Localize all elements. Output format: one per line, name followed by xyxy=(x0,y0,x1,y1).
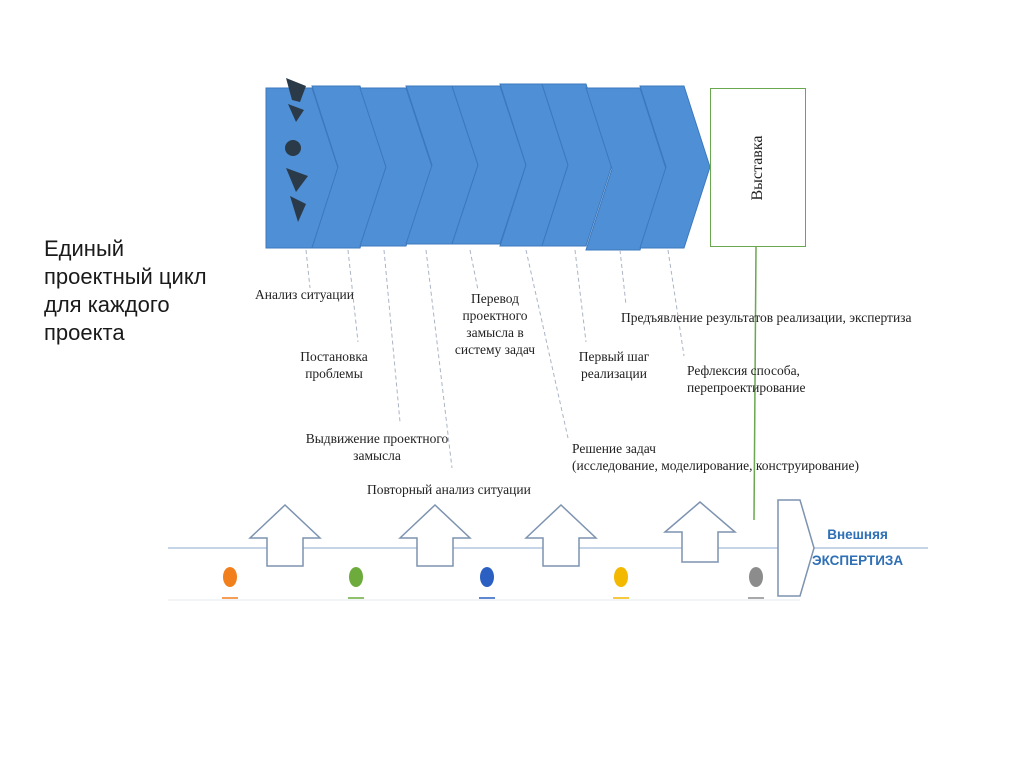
slide-title: Единый проектный цикл для каждого проект… xyxy=(44,235,244,347)
chevron-chain xyxy=(265,83,711,251)
exhibition-box: Выставка xyxy=(710,88,806,247)
stage-dot xyxy=(349,567,363,587)
label-analysis: Анализ ситуации xyxy=(255,287,354,302)
stage-dot xyxy=(480,567,494,587)
stage-dot xyxy=(223,567,237,587)
title-line: Единый xyxy=(44,236,125,261)
label-first-step: Первый шаг реализации xyxy=(578,349,650,381)
external-review-label: Внешняя ЭКСПЕРТИЗА xyxy=(812,527,904,568)
exhibition-connector xyxy=(753,246,757,521)
up-arrows xyxy=(248,501,738,567)
leader-line xyxy=(305,249,311,289)
leader-line xyxy=(425,249,453,469)
leader-line xyxy=(383,249,401,423)
label-solving: Решение задач (исследование, моделирован… xyxy=(572,441,859,473)
stage-dot xyxy=(614,567,628,587)
title-line: проекта xyxy=(44,320,125,345)
leader-line xyxy=(469,249,479,291)
chevron-stage xyxy=(311,85,387,249)
leader-line xyxy=(347,249,359,343)
leader-lines xyxy=(305,249,685,469)
dark-marks-icon xyxy=(285,78,308,222)
chevron-stage xyxy=(639,85,711,249)
title-line: для каждого xyxy=(44,292,170,317)
up-arrow-icon xyxy=(662,501,738,563)
label-problem: Постановка проблемы xyxy=(300,349,368,381)
label-reanalysis: Повторный анализ ситуации xyxy=(367,482,531,497)
chevron-stage xyxy=(541,83,613,247)
stage-dots xyxy=(222,567,764,599)
chevron-stage xyxy=(585,87,667,251)
up-arrow-icon xyxy=(524,503,598,567)
exhibition-label: Выставка xyxy=(749,135,766,200)
stage-dot xyxy=(749,567,763,587)
label-translation: Перевод проектного замысла в систему зад… xyxy=(454,291,536,357)
up-arrow-icon xyxy=(248,503,322,567)
title-line: проектный цикл xyxy=(44,264,207,289)
leader-line xyxy=(619,249,627,306)
up-arrow-icon xyxy=(398,503,472,567)
leader-line xyxy=(667,249,685,357)
chevron-stage xyxy=(359,87,433,247)
chevron-stage xyxy=(451,85,527,245)
label-idea: Выдвижение проектного замысла xyxy=(305,431,449,463)
right-arrow-icon xyxy=(777,499,815,597)
label-reflection: Рефлексия способа, перепроектирование xyxy=(687,363,806,395)
leader-line xyxy=(574,249,587,343)
label-presentation: Предъявление результатов реализации, экс… xyxy=(621,310,912,325)
